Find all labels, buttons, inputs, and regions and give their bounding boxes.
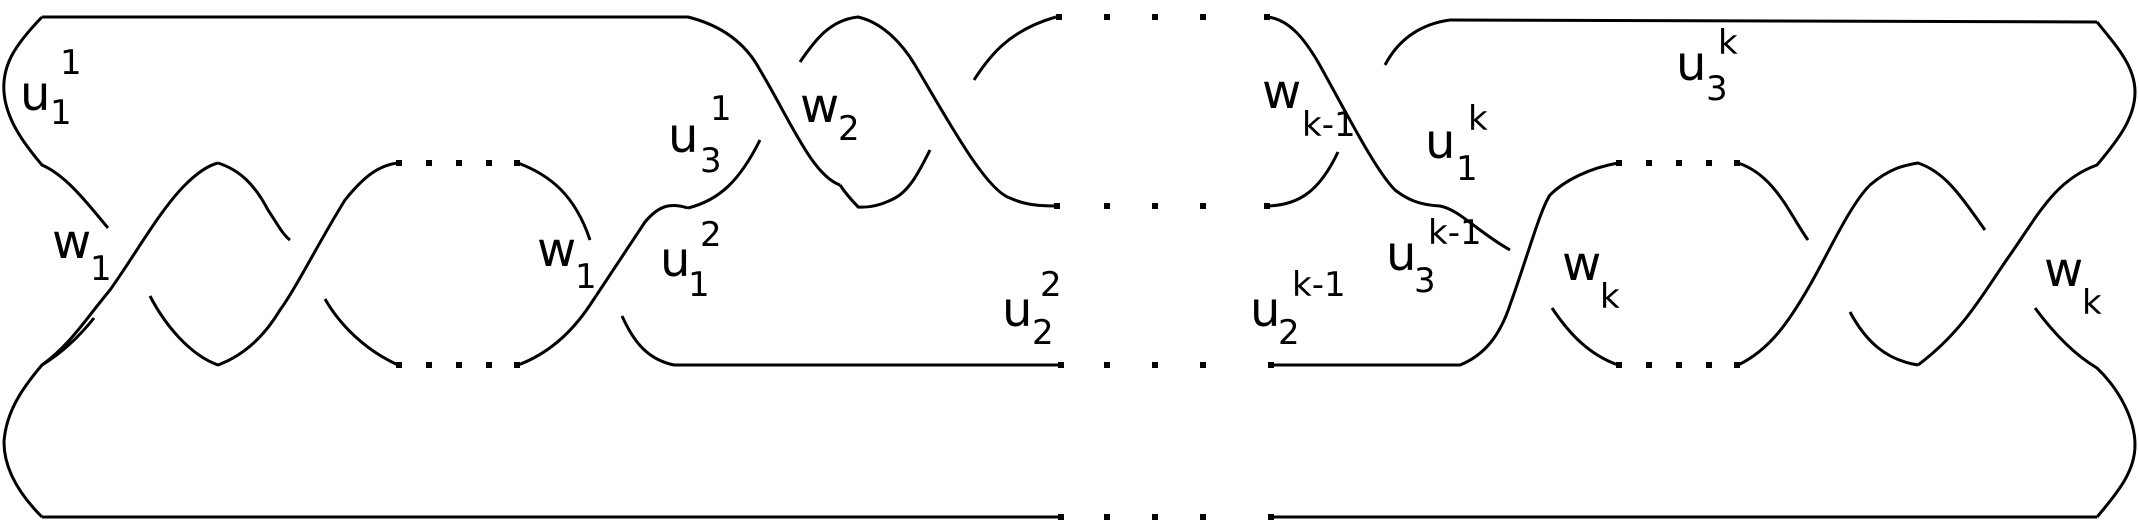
u3-1-arc [687, 139, 762, 210]
right-lower-arc-b [1848, 311, 1919, 367]
left-crossing-arc-bottom [148, 161, 399, 367]
top-outer-strand-right [1449, 18, 2098, 24]
label-w2: w2 [800, 78, 860, 149]
mid-upper-arc-right [1267, 15, 1511, 252]
ellipsis-middle-top [1054, 203, 1270, 209]
right-top-turn [1917, 21, 2137, 367]
label-u1-k: u1k [1425, 99, 1488, 189]
ellipsis-right-upper [1616, 160, 1740, 166]
label-u3-km1: u3k-1 [1386, 213, 1482, 301]
right-bottom-turn [2033, 307, 2137, 518]
label-u3-k: u3k [1676, 23, 1738, 109]
label-u2-km1: u2k-1 [1250, 265, 1346, 353]
label-u2-2: u22 [1002, 265, 1062, 353]
ellipsis-upper-left [396, 160, 520, 166]
ellipsis-right-lower [1616, 362, 1740, 368]
ellipsis-bottom [1058, 514, 1274, 520]
label-w1-mid: w1 [537, 222, 597, 297]
label-u3-1: u31 [668, 89, 732, 181]
mid-lower-arc-right [1267, 151, 1340, 208]
ellipsis-lower-left [396, 362, 520, 368]
top-left-turn [2, 15, 110, 229]
ellipsis-middle-bottom [1058, 362, 1274, 368]
left-crossing-arc-top [217, 161, 291, 242]
top-right-turn-in [1383, 18, 1451, 66]
left-crossing-over [41, 161, 219, 367]
bottom-left-turn [2, 317, 96, 519]
w2-crossing-right [838, 149, 932, 209]
top-outer-strand-left [42, 15, 841, 187]
label-u1-2: u12 [660, 215, 722, 305]
right-crossing [1737, 161, 1987, 367]
right-upper-arc-a [1737, 161, 1810, 241]
left-lower-arc-right [517, 203, 689, 367]
left-upper-arc-right [517, 161, 592, 241]
label-wkm1: wk-1 [1262, 64, 1356, 145]
w2-crossing-left [798, 15, 1057, 208]
right-lower-arc-a [1550, 307, 1619, 367]
label-w1-left: w1 [52, 214, 112, 289]
u1-2-lower [620, 315, 1060, 367]
ellipsis-top [1056, 14, 1270, 20]
mid-upper-arc-left [972, 15, 1057, 81]
u2-km1-strand [1272, 161, 1619, 367]
label-u1-1: u11 [20, 43, 82, 133]
left-lower-arc [323, 298, 399, 367]
